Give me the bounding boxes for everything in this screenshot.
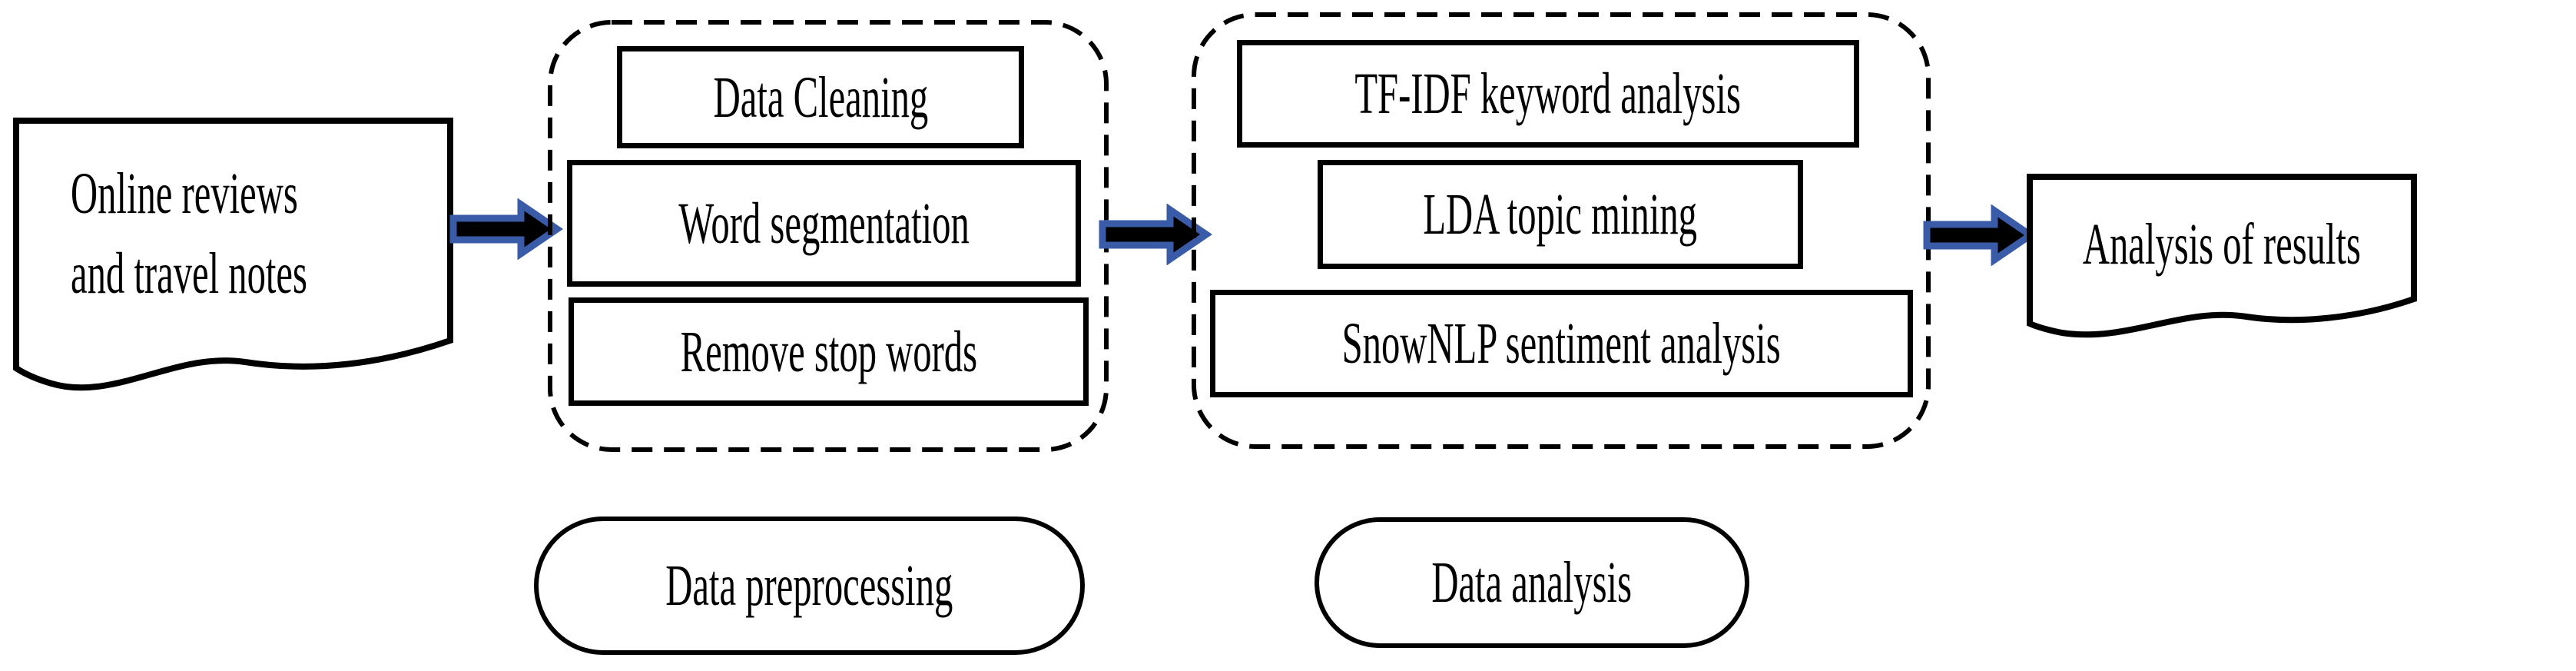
stage-data-preprocessing-label: Data preprocessing [665,553,953,618]
step-data-cleaning-label: Data Cleaning [713,65,928,130]
step-tfidf-keyword-analysis: TF-IDF keyword analysis [1237,40,1859,148]
result-document-shape [2027,174,2417,338]
flow-arrow-icon [1923,204,2037,266]
stage-data-preprocessing: Data preprocessing [534,517,1085,655]
step-word-segmentation-label: Word segmentation [678,191,970,256]
source-document-label: Online reviews and travel notes [71,154,439,315]
source-line-1: Online reviews [71,161,298,226]
stage-data-analysis-label: Data analysis [1431,550,1633,615]
step-word-segmentation: Word segmentation [567,160,1081,287]
step-remove-stop-words-label: Remove stop words [680,319,977,384]
source-line-2: and travel notes [71,241,307,306]
result-document-label: Analysis of results [2037,212,2406,277]
step-lda-label: LDA topic mining [1423,182,1698,247]
result-label: Analysis of results [2082,212,2362,277]
step-snownlp-label: SnowNLP sentiment analysis [1341,311,1782,376]
source-document-shape [13,118,453,391]
stage-data-analysis: Data analysis [1315,517,1749,648]
analysis-group-outline [1192,12,1931,449]
step-lda-topic-mining: LDA topic mining [1318,160,1803,269]
step-tfidf-label: TF-IDF keyword analysis [1354,61,1742,126]
step-snownlp-sentiment-analysis: SnowNLP sentiment analysis [1210,290,1913,397]
step-remove-stop-words: Remove stop words [569,297,1089,406]
step-data-cleaning: Data Cleaning [617,46,1024,148]
flow-arrow-icon [1099,204,1212,265]
flow-arrow-icon [449,198,563,260]
